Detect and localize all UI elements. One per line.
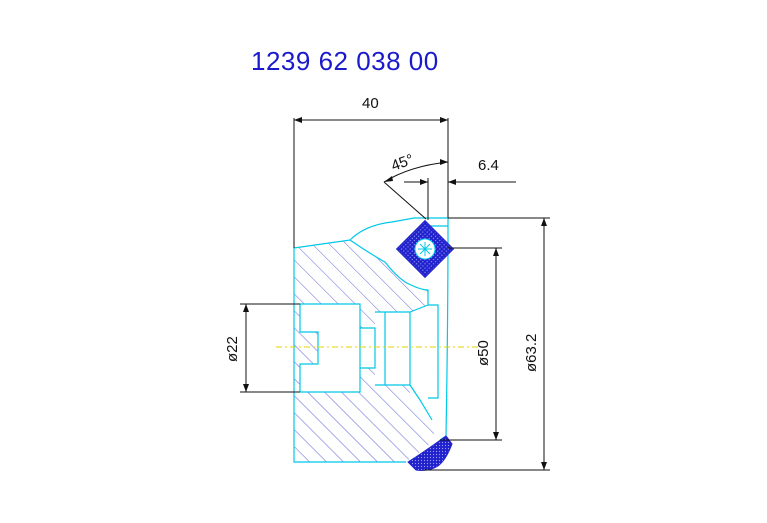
outer-diameter-dimension: ø63.2 (424, 217, 550, 471)
offset-label: 6.4 (478, 157, 499, 174)
bore-label: ø22 (224, 336, 241, 362)
bore-outline (299, 303, 433, 421)
insert-screw-icon (418, 242, 432, 256)
bore-dimension: ø22 (224, 303, 300, 393)
hatched-section (294, 240, 435, 462)
offset-dimension: 6.4 (404, 157, 516, 220)
body-outline (293, 217, 449, 463)
angle-label: 45° (389, 151, 416, 175)
width-label: 40 (362, 95, 379, 112)
part-number-title: 1239 62 038 00 (251, 46, 439, 76)
inner-diameter-label: ø50 (475, 340, 492, 366)
inner-diameter-dimension: ø50 (440, 247, 502, 441)
width-dimension: 40 (293, 95, 449, 248)
angle-dimension: 45° (383, 151, 449, 220)
outer-diameter-label: ø63.2 (523, 334, 540, 372)
